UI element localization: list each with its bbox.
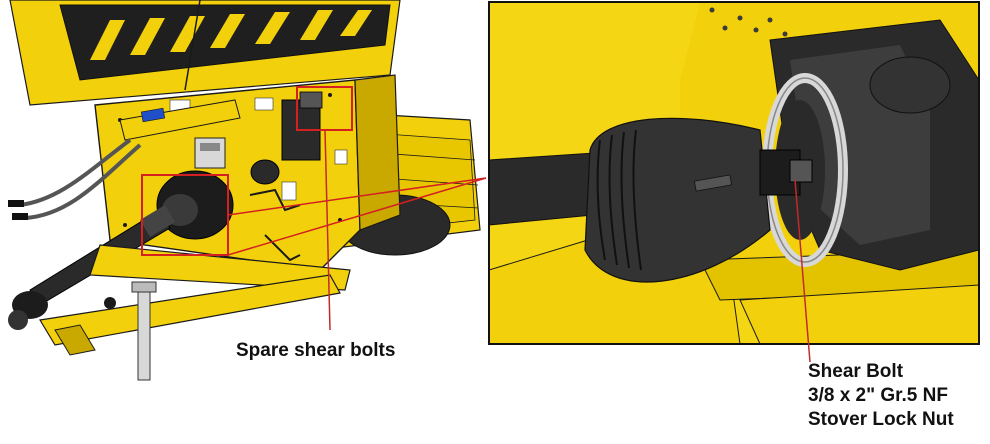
control-bar	[119, 99, 241, 141]
highlight-box-spare-bolts	[296, 86, 353, 131]
detail-frame	[488, 1, 980, 345]
leader-spare-bolts	[324, 129, 331, 331]
hitch-beam	[39, 274, 341, 346]
shear-bolt-line-2: 3/8 x 2" Gr.5 NF	[808, 385, 948, 406]
shear-bolt-detail-illustration	[488, 1, 980, 363]
spare-shear-bolts-label: Spare shear bolts	[236, 340, 396, 361]
leader-shear-bolt	[794, 179, 811, 363]
shear-bolt-callout: Shear Bolt 3/8 x 2" Gr.5 NF Stover Lock …	[808, 360, 954, 432]
hitch-tongue	[89, 244, 351, 291]
hydraulic-hose-2	[24, 143, 142, 220]
hydraulic-hose-1	[19, 138, 132, 207]
shaft-guard-cone	[584, 117, 771, 283]
machine-overview-illustration	[8, 0, 481, 381]
shear-bolt-line-3: Stover Lock Nut	[808, 409, 954, 430]
shear-bolt-line-1: Shear Bolt	[808, 361, 904, 382]
shear-bolt	[789, 159, 813, 183]
connector-lines	[227, 129, 487, 331]
jack-stand	[137, 284, 151, 381]
front-panel-side	[354, 74, 401, 231]
